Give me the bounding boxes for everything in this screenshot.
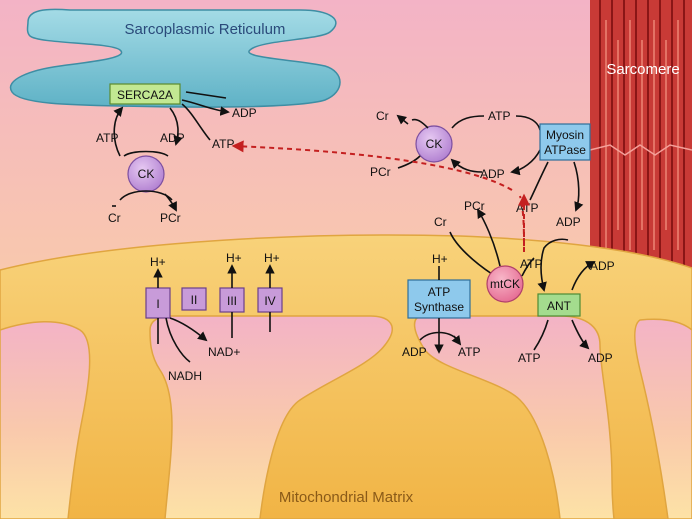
serca2a-label: SERCA2A	[117, 88, 173, 102]
myo-atp-label: ATP	[516, 201, 538, 215]
sr-label: Sarcoplasmic Reticulum	[125, 21, 286, 38]
rck-adp-label: ADP	[480, 167, 505, 181]
complex-i-label: I	[156, 297, 159, 311]
myosin-line1: Myosin	[546, 128, 584, 142]
myo-adp-label: ADP	[556, 215, 581, 229]
synthase-line1: ATP	[428, 285, 450, 299]
mtck-atp-label: ATP	[520, 257, 542, 271]
lck-pcr-label: PCr	[160, 211, 181, 225]
mtck-cr-label: Cr	[434, 215, 447, 229]
nadh-label: NADH	[168, 369, 202, 383]
ck-left-label: CK	[138, 167, 155, 181]
sarcomere-label: Sarcomere	[606, 61, 679, 78]
c4-h-label: H+	[264, 251, 280, 265]
complex-iii-label: III	[227, 294, 237, 308]
nad-label: NAD+	[208, 345, 240, 359]
c3-h-label: H+	[226, 251, 242, 265]
atp-transfer-dashed-arrow	[234, 146, 525, 253]
myosin-atpase-box	[539, 123, 591, 161]
complex-iii-box	[219, 287, 245, 313]
ant-box	[537, 293, 581, 317]
serca-adp-label: ADP	[232, 106, 257, 120]
rck-atp-label: ATP	[488, 109, 510, 123]
mtck-circle	[486, 265, 524, 303]
mtck-pcr-label: PCr	[464, 199, 485, 213]
lck-adp-label: ADP	[160, 131, 185, 145]
c1-h-label: H+	[150, 255, 166, 269]
complex-iv-label: IV	[264, 294, 275, 308]
myosin-line2: ATPase	[544, 143, 586, 157]
mtck-label: mtCK	[490, 277, 520, 291]
complex-ii-box	[181, 287, 207, 311]
ck-right-circle	[415, 125, 453, 163]
synthase-line2: Synthase	[414, 300, 464, 314]
matrix-label: Mitochondrial Matrix	[279, 489, 414, 506]
ant-adp-bottom-label: ADP	[588, 351, 613, 365]
lck-atp-label: ATP	[96, 131, 118, 145]
complex-ii-label: II	[191, 293, 198, 307]
cristae	[0, 315, 692, 519]
ant-adp-top-label: ADP	[590, 259, 615, 273]
rck-cr-label: Cr	[376, 109, 389, 123]
complex-i-box	[145, 287, 171, 319]
sarcomere	[589, 0, 692, 270]
ant-label: ANT	[547, 299, 572, 313]
rck-pcr-label: PCr	[370, 165, 391, 179]
syn-adp-label: ADP	[402, 345, 427, 359]
syn-atp-label: ATP	[458, 345, 480, 359]
serca2a-box	[109, 83, 181, 105]
ant-atp-bottom-label: ATP	[518, 351, 540, 365]
ck-right-label: CK	[426, 137, 443, 151]
serca-atp-label: ATP	[212, 137, 234, 151]
lck-cr-label: Cr	[108, 211, 121, 225]
ck-left-circle	[127, 155, 165, 193]
syn-h-label: H+	[432, 252, 448, 266]
